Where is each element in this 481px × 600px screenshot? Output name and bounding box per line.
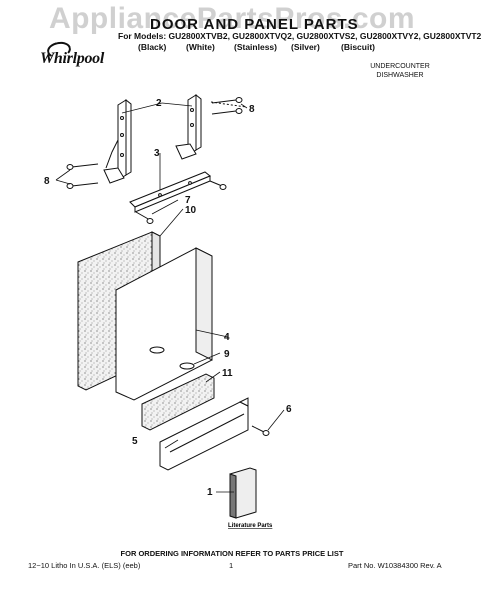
toe-screw	[251, 425, 270, 436]
product-line-2: DISHWASHER	[376, 72, 424, 79]
screws-lower	[66, 163, 99, 189]
literature-parts-label: Literature Parts	[228, 523, 273, 529]
color-stainless: (Stainless)	[234, 42, 277, 52]
product-line-1: UNDERCOUNTER	[370, 63, 430, 70]
literature-booklet	[229, 467, 257, 519]
page-title: DOOR AND PANEL PARTS	[150, 16, 359, 33]
page-number: 1	[229, 561, 234, 570]
callout-1: 1	[207, 487, 213, 498]
hinge-bracket-right	[175, 93, 202, 160]
color-black: (Black)	[138, 42, 167, 52]
callout-11: 11	[222, 368, 233, 379]
leader-lines	[55, 102, 285, 493]
brand-logo: Whirlpool	[40, 50, 104, 67]
product-type: UNDERCOUNTER DISHWASHER	[360, 62, 440, 80]
callout-3: 3	[154, 148, 160, 159]
outer-door-panel	[115, 247, 213, 401]
color-silver: (Silver)	[291, 42, 320, 52]
part-number: Part No. W10384300 Rev. A	[348, 561, 442, 570]
callout-10: 10	[185, 205, 197, 216]
callout-8-left: 8	[44, 176, 50, 187]
color-white: (White)	[186, 42, 215, 52]
hinge-bracket-left	[103, 98, 132, 184]
models-line: For Models: GU2800XTVB2, GU2800XTVQ2, GU…	[118, 31, 481, 41]
toe-panel	[159, 397, 249, 471]
lower-insulation	[141, 373, 215, 431]
ordering-note: FOR ORDERING INFORMATION REFER TO PARTS …	[120, 549, 344, 558]
callout-4: 4	[224, 332, 230, 343]
callout-5: 5	[132, 436, 138, 447]
screws-upper	[210, 97, 247, 115]
exploded-parts-diagram: 2 8 3 8 7 10 4 9 11 6 5 1 Literature Par…	[44, 93, 292, 529]
plug	[179, 362, 195, 370]
color-biscuit: (Biscuit)	[341, 42, 375, 52]
callout-7: 7	[185, 195, 191, 206]
callout-6: 6	[286, 404, 292, 415]
watermark: AppliancePartsPros.com	[48, 2, 416, 35]
callout-2: 2	[156, 98, 162, 109]
print-info: 12−10 Litho In U.S.A. (ELS) (eeb)	[28, 561, 141, 570]
callout-9: 9	[224, 349, 230, 360]
door-bracket-rail	[129, 171, 227, 224]
callout-8-top: 8	[249, 104, 255, 115]
